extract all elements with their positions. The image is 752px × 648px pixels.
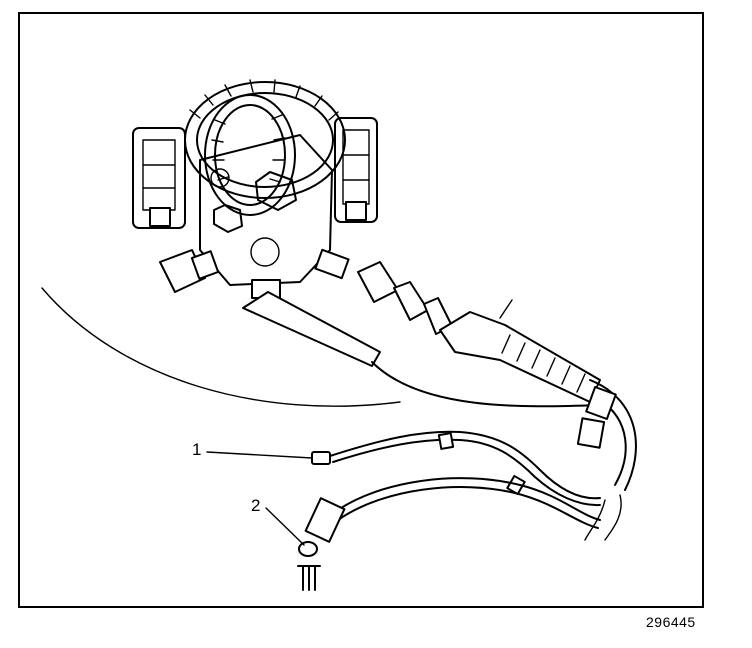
leader-line-2 — [265, 507, 305, 546]
diagram-frame — [18, 12, 704, 608]
left-fitting — [159, 249, 220, 293]
fuel-tank-outline — [41, 287, 401, 407]
fuel-line-fitting — [314, 248, 453, 335]
harness-loop-right — [576, 379, 637, 541]
sensor-wire — [311, 430, 601, 507]
figure-number: 296445 — [646, 614, 696, 630]
ground-wire — [297, 477, 601, 591]
left-electrical-connector — [132, 127, 186, 229]
pump-module-body — [199, 134, 333, 286]
corrugated-fuel-hose — [439, 299, 601, 403]
callout-1-label: 1 — [192, 440, 202, 459]
right-electrical-connector — [334, 117, 378, 223]
sender-arm — [242, 279, 601, 408]
coiled-harness — [184, 79, 346, 216]
callout-2-label: 2 — [251, 496, 261, 515]
leader-line-1 — [206, 451, 313, 459]
